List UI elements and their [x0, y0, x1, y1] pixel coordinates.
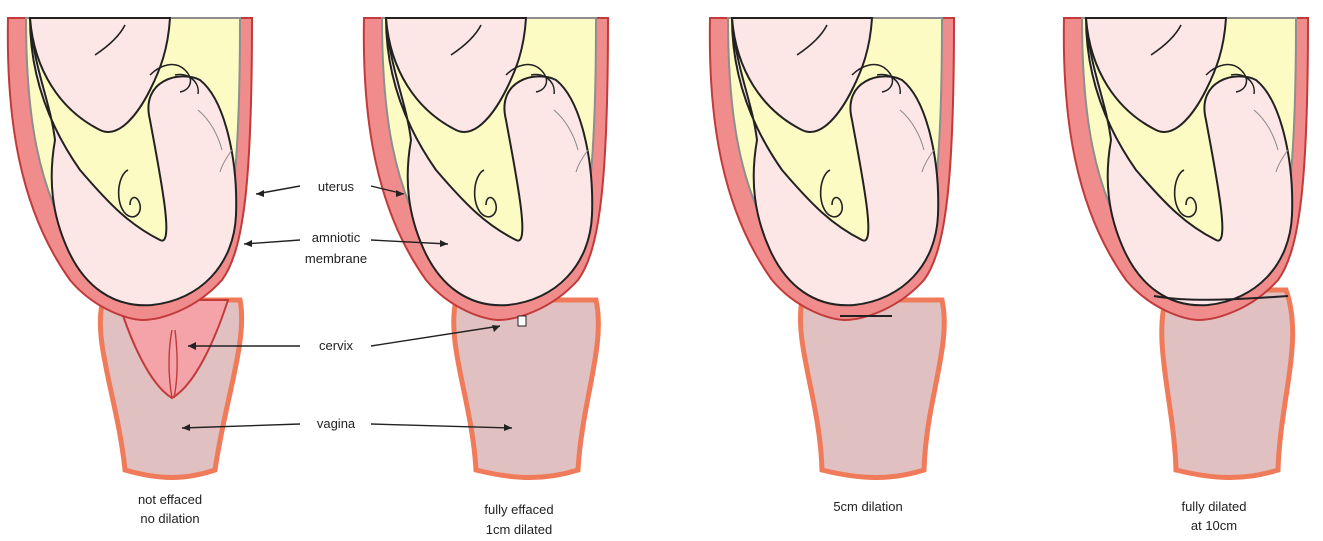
vagina [1162, 290, 1293, 478]
stage-1-figure [8, 18, 252, 478]
caption-stage-1-line2: no dilation [140, 511, 199, 526]
caption-stage-2-line2: 1cm dilated [486, 522, 552, 537]
vagina [800, 300, 944, 478]
label-vagina: vagina [317, 416, 356, 431]
caption-stage-1-line1: not effaced [138, 492, 202, 507]
caption-stage-4-line2: at 10cm [1191, 518, 1237, 533]
stage-2-figure [364, 18, 608, 478]
caption-stage-3-line1: 5cm dilation [833, 499, 902, 514]
label-membrane: membrane [305, 251, 367, 266]
vagina [454, 300, 599, 478]
stage-3-figure [710, 18, 954, 478]
label-uterus: uterus [318, 179, 355, 194]
label-cervix: cervix [319, 338, 353, 353]
caption-stage-2-line1: fully effaced [484, 502, 553, 517]
caption-stage-4-line1: fully dilated [1181, 499, 1246, 514]
label-amniotic: amniotic [312, 230, 361, 245]
stage-4-figure [1064, 18, 1308, 478]
